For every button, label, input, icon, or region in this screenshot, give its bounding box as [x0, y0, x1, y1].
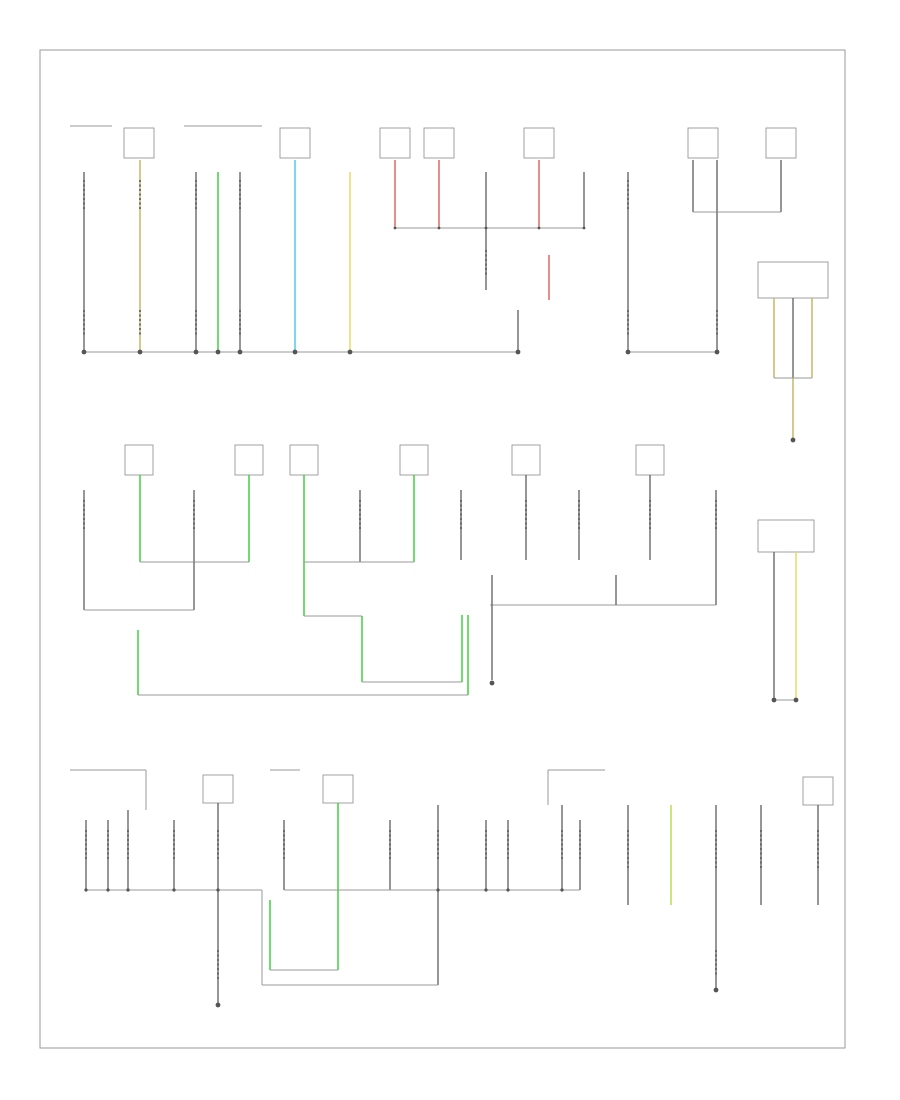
module-box	[757, 261, 829, 299]
component-box	[523, 127, 555, 159]
component-box	[802, 776, 834, 806]
component-box	[202, 774, 234, 804]
component-box	[765, 127, 797, 159]
component-box	[123, 127, 155, 159]
component-box	[234, 444, 264, 476]
middle-section	[83, 444, 815, 703]
component-box	[687, 127, 719, 159]
bottom-section	[70, 769, 834, 1008]
top-section	[70, 125, 829, 443]
module-box	[757, 519, 815, 553]
component-box	[399, 444, 429, 476]
component-box	[289, 444, 319, 476]
component-box	[511, 444, 541, 476]
component-box	[124, 444, 154, 476]
diagram-frame	[39, 49, 846, 1049]
component-box	[279, 127, 311, 159]
component-box	[635, 444, 665, 476]
component-box	[379, 127, 411, 159]
component-box	[423, 127, 455, 159]
component-box	[322, 774, 354, 804]
